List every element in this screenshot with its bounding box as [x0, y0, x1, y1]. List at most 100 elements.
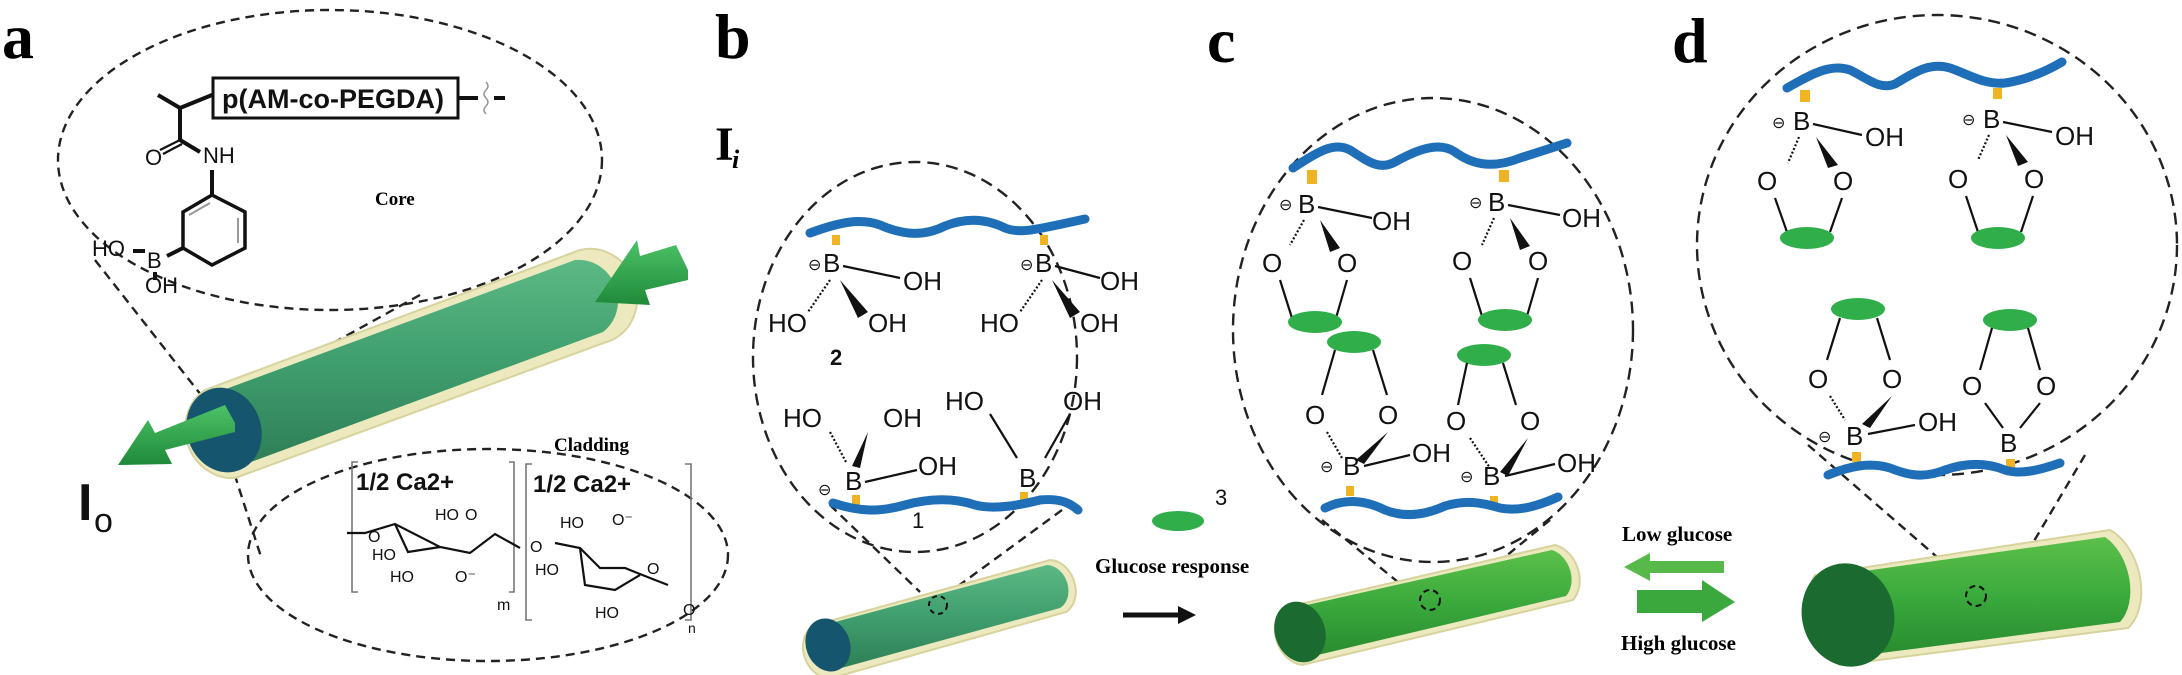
linker [1020, 492, 1028, 504]
panel-b: b ⊖ B OH HO OH 2 ⊖ B OH HO OH HO OH ⊖ B … [715, 1, 1249, 675]
fiber-end-face [1801, 563, 1895, 667]
panel-c: c ⊖ B OH O O ⊖ B OH O O [1207, 5, 1635, 667]
svg-text:O: O [2024, 164, 2044, 194]
panel-a: a O NH B HO OH [2, 1, 730, 663]
svg-text:HO: HO [435, 507, 459, 524]
optical-fiber-d [1801, 528, 2143, 667]
svg-text:OH: OH [918, 451, 957, 481]
boronate-ester-top-right: ⊖ B OH O O [1948, 104, 2094, 249]
svg-text:O: O [1305, 400, 1325, 430]
svg-text:HO: HO [535, 562, 559, 579]
svg-text:HO: HO [980, 308, 1019, 338]
svg-text:HO: HO [945, 386, 984, 416]
high-glucose-arrow [1637, 580, 1735, 622]
hydroxyl-ho: HO [92, 236, 125, 261]
optical-fiber-c [1273, 543, 1581, 667]
core-zoom-ellipse [56, 8, 604, 312]
high-glucose-label: High glucose [1621, 631, 1736, 655]
polymer-backbone-bottom [1320, 492, 1563, 520]
svg-text:O⁻: O⁻ [455, 569, 476, 586]
svg-text:OH: OH [1100, 266, 1139, 296]
polymer-backbone-bottom [1823, 458, 2065, 480]
boronate-ester-bottom-left: O O ⊖ B OH [1305, 331, 1451, 481]
fiber-end-face [1274, 601, 1326, 663]
svg-text:O: O [1528, 246, 1548, 276]
optical-fiber-b [801, 558, 1077, 675]
svg-text:O: O [647, 561, 659, 578]
svg-text:OH: OH [868, 308, 907, 338]
panel-label-c: c [1207, 5, 1235, 76]
svg-text:OH: OH [1080, 308, 1119, 338]
glucose-legend-ellipse [1152, 511, 1204, 531]
polymer-backbone-bottom [828, 495, 1083, 515]
zoom-circle-b [751, 160, 1079, 554]
fiber-zoom-spot [1419, 589, 1441, 611]
svg-text:⊖: ⊖ [1020, 257, 1033, 274]
svg-text:⊖: ⊖ [1818, 429, 1831, 446]
svg-text:B: B [2000, 428, 2017, 458]
panel-label-b: b [715, 1, 751, 72]
input-light-label: I [715, 118, 734, 171]
svg-text:HO: HO [783, 403, 822, 433]
linker [832, 235, 840, 245]
svg-text:O: O [1452, 246, 1472, 276]
svg-text:O: O [1446, 406, 1466, 436]
svg-text:O: O [530, 539, 542, 556]
wavy-bond [483, 81, 489, 115]
phenylboronic-acid-monomer: O NH B HO OH [92, 93, 247, 298]
species-1-label: 1 [912, 508, 924, 533]
svg-text:HO: HO [372, 547, 396, 564]
counterion-1: 1/2 Ca2+ [356, 469, 454, 496]
boronate-ester-bottom-right: O O ⊖ B OH [1446, 344, 1596, 491]
input-light-sub: i [732, 145, 740, 174]
svg-text:B: B [1019, 463, 1036, 493]
low-glucose-label: Low glucose [1622, 522, 1732, 546]
svg-text:OH: OH [1557, 448, 1596, 478]
low-glucose-arrow [1624, 553, 1724, 581]
zoom-circle-c [1231, 96, 1635, 564]
fiber-zoom-spot [1965, 585, 1987, 607]
svg-text:B: B [1983, 104, 2000, 134]
svg-text:⊖: ⊖ [1772, 115, 1785, 132]
svg-text:⊖: ⊖ [1469, 195, 1482, 212]
input-light-arrow [595, 240, 688, 305]
svg-text:O: O [2036, 371, 2056, 401]
svg-text:HO: HO [560, 515, 584, 532]
svg-text:OH: OH [903, 266, 942, 296]
svg-text:O: O [1833, 166, 1853, 196]
zoom-circle-d [1695, 13, 2179, 477]
output-light-sub: o [94, 502, 113, 540]
boronate-ester-bottom-left: O O ⊖ B OH [1808, 298, 1957, 451]
svg-text:O: O [1262, 248, 1282, 278]
svg-text:O: O [368, 529, 380, 546]
svg-text:OH: OH [2055, 121, 2094, 151]
boronate-ester-top-left: ⊖ B OH O O [1262, 189, 1411, 333]
svg-text:O⁻: O⁻ [612, 512, 633, 529]
cladding-zoom-ellipse [246, 447, 730, 663]
panel-d: d ⊖ B OH O O ⊖ B OH O O [1672, 5, 2179, 667]
svg-text:OH: OH [1865, 122, 1904, 152]
species-2-label: 2 [830, 345, 842, 370]
svg-text:OH: OH [1918, 407, 1957, 437]
svg-text:B: B [1035, 248, 1052, 278]
fiber-end-face [805, 618, 851, 672]
svg-text:O: O [683, 602, 695, 619]
projection-line [949, 509, 1063, 593]
polymer-box [211, 76, 460, 120]
calcium-alginate-structure: Cladding 1/2 Ca2+ 1/2 Ca2+ O HO HO O HO … [347, 435, 696, 636]
svg-text:O: O [1948, 164, 1968, 194]
boron-atom: B [147, 248, 162, 273]
svg-text:O: O [1808, 364, 1828, 394]
svg-text:O: O [1882, 364, 1902, 394]
svg-text:OH: OH [1063, 386, 1102, 416]
svg-text:OH: OH [1562, 203, 1601, 233]
svg-text:B: B [1793, 106, 1810, 136]
fiber-zoom-spot [928, 595, 948, 615]
cladding-label: Cladding [554, 435, 629, 456]
svg-text:B: B [1488, 187, 1505, 217]
counterion-2: 1/2 Ca2+ [533, 471, 631, 498]
species-3-label: 3 [1215, 485, 1227, 510]
svg-text:⊖: ⊖ [808, 257, 821, 274]
hydroxyl-oh: OH [145, 273, 178, 298]
